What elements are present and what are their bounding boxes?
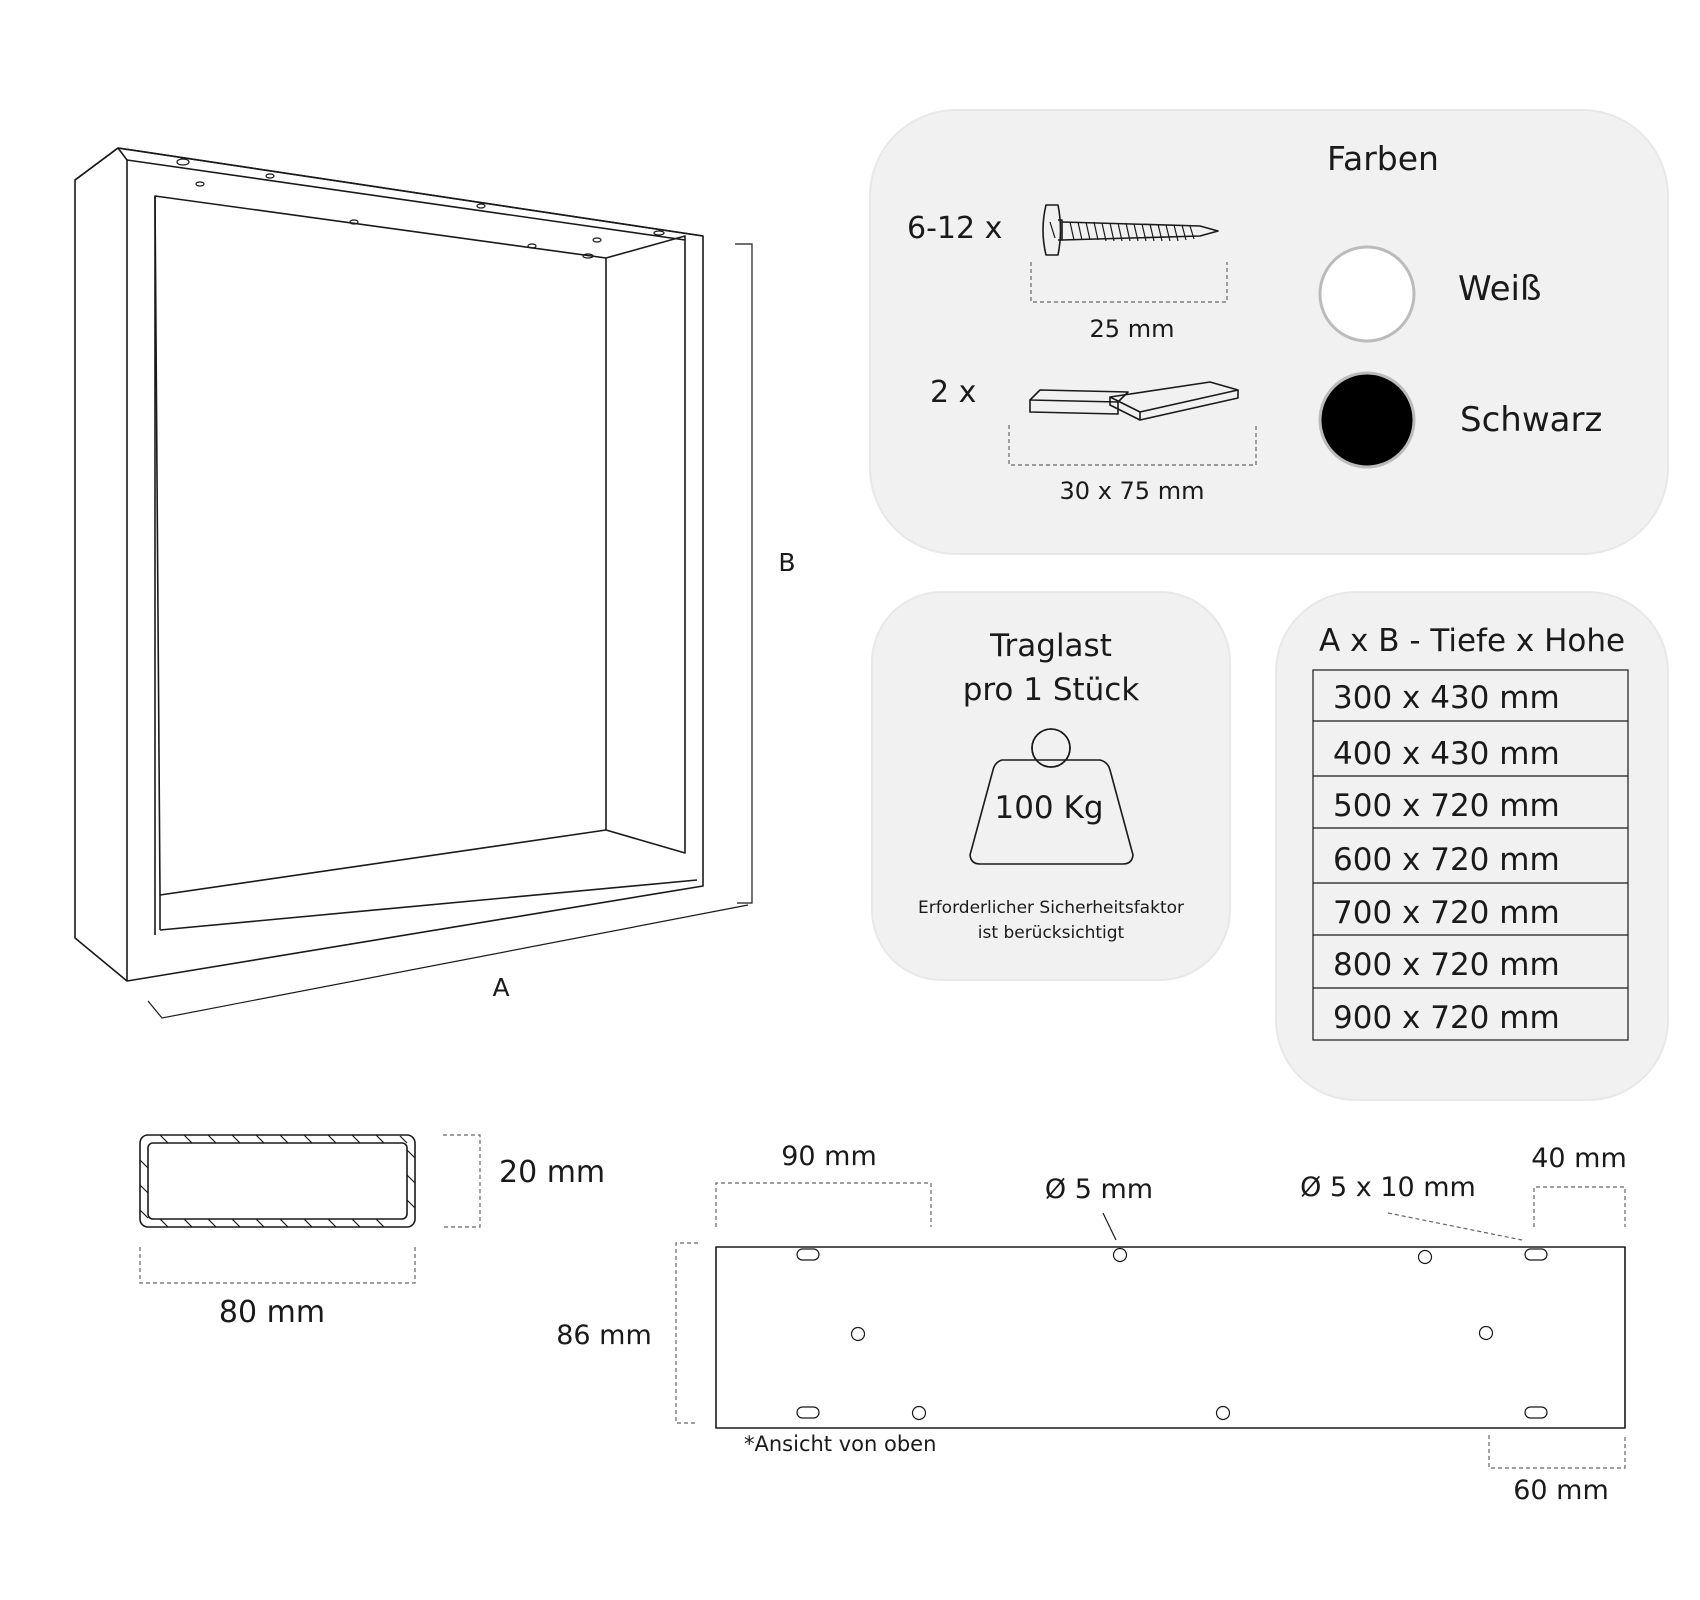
profile-outer	[139, 1134, 416, 1228]
size-row: 900 x 720 mm	[1333, 1000, 1560, 1036]
profile-section: 20 mm 80 mm	[139, 1134, 605, 1330]
color-name-black: Schwarz	[1460, 400, 1602, 440]
plate-section: 90 mm Ø 5 mm Ø 5 x 10 mm 40 mm 86 mm 60 …	[556, 1141, 1627, 1506]
plate-view-note: *Ansicht von oben	[744, 1432, 936, 1456]
size-row: 800 x 720 mm	[1333, 947, 1560, 983]
size-row: 700 x 720 mm	[1333, 895, 1560, 931]
dim-60-line	[1488, 1435, 1626, 1469]
dim-60: 60 mm	[1513, 1475, 1609, 1506]
dim-90: 90 mm	[781, 1141, 877, 1172]
weight-icon	[969, 728, 1134, 865]
load-note-line1: Erforderlicher Sicherheitsfaktor	[918, 898, 1184, 918]
profile-inner	[147, 1142, 408, 1220]
round-hole	[1215, 1405, 1231, 1421]
round-hole	[1417, 1249, 1433, 1265]
dim-86: 86 mm	[556, 1320, 652, 1351]
size-row: 300 x 430 mm	[1333, 680, 1560, 716]
pad-quantity: 2 x	[930, 375, 976, 410]
profile-height-dimension	[443, 1134, 481, 1228]
load-weight: 100 Kg	[994, 790, 1103, 826]
slot-hole	[1524, 1406, 1548, 1419]
screw-length: 25 mm	[1090, 315, 1175, 343]
dim-40-line	[1533, 1186, 1626, 1227]
pad-item: 2 x 30 x 75 mm	[930, 375, 1257, 505]
screw-length-dimension	[1030, 262, 1228, 303]
round-hole	[911, 1405, 927, 1421]
pad-icon	[1029, 381, 1239, 421]
sizes-section: A x B - Tiefe x Hohe 300 x 430 mm 400 x …	[1312, 623, 1629, 1041]
screw-item: 6-12 x 25 mm	[907, 204, 1228, 343]
pad-size-dimension	[1008, 425, 1257, 466]
dimension-label-a: A	[492, 973, 509, 1002]
load-title-line2: pro 1 Stück	[963, 672, 1140, 708]
colors-section: Farben Weiß Schwarz	[1318, 139, 1602, 469]
slot-hole-label: Ø 5 x 10 mm	[1300, 1172, 1476, 1203]
screw-icon	[1042, 204, 1219, 256]
accessories-colors-panel	[869, 109, 1669, 555]
slot-hole	[1524, 1248, 1548, 1261]
color-swatch-white	[1318, 245, 1416, 343]
round-hole-leader	[1102, 1212, 1117, 1241]
color-name-white: Weiß	[1458, 269, 1541, 309]
round-hole	[1112, 1247, 1128, 1263]
load-note-line2: ist berücksichtigt	[978, 923, 1125, 943]
plate-outline	[715, 1246, 1626, 1429]
dim-86-line	[675, 1242, 698, 1424]
round-hole-label: Ø 5 mm	[1045, 1174, 1153, 1205]
size-row: 600 x 720 mm	[1333, 842, 1560, 878]
profile-height: 20 mm	[499, 1155, 605, 1190]
dim-90-line	[715, 1182, 932, 1227]
slot-hole-leader	[1387, 1212, 1523, 1241]
size-row: 500 x 720 mm	[1333, 788, 1560, 824]
sizes-table	[1312, 669, 1629, 1041]
load-section: Traglast pro 1 Stück 100 Kg Erforderlich…	[918, 628, 1184, 943]
sizes-panel	[1275, 591, 1669, 1101]
screw-quantity: 6-12 x	[907, 211, 1002, 246]
frame-drawing: B A	[74, 147, 796, 1019]
dim-40: 40 mm	[1531, 1143, 1627, 1174]
colors-title: Farben	[1327, 139, 1439, 178]
load-panel	[871, 591, 1231, 981]
profile-width-dimension	[139, 1247, 416, 1284]
round-hole	[850, 1326, 866, 1342]
pad-size: 30 x 75 mm	[1060, 477, 1205, 505]
round-hole	[1478, 1325, 1494, 1341]
color-swatch-black	[1318, 371, 1416, 469]
slot-hole	[796, 1406, 820, 1419]
sizes-title: A x B - Tiefe x Hohe	[1319, 623, 1625, 659]
load-title-line1: Traglast	[989, 628, 1112, 664]
profile-width: 80 mm	[219, 1295, 325, 1330]
size-row: 400 x 430 mm	[1333, 736, 1560, 772]
slot-hole	[796, 1248, 820, 1261]
dimension-label-b: B	[778, 548, 795, 577]
